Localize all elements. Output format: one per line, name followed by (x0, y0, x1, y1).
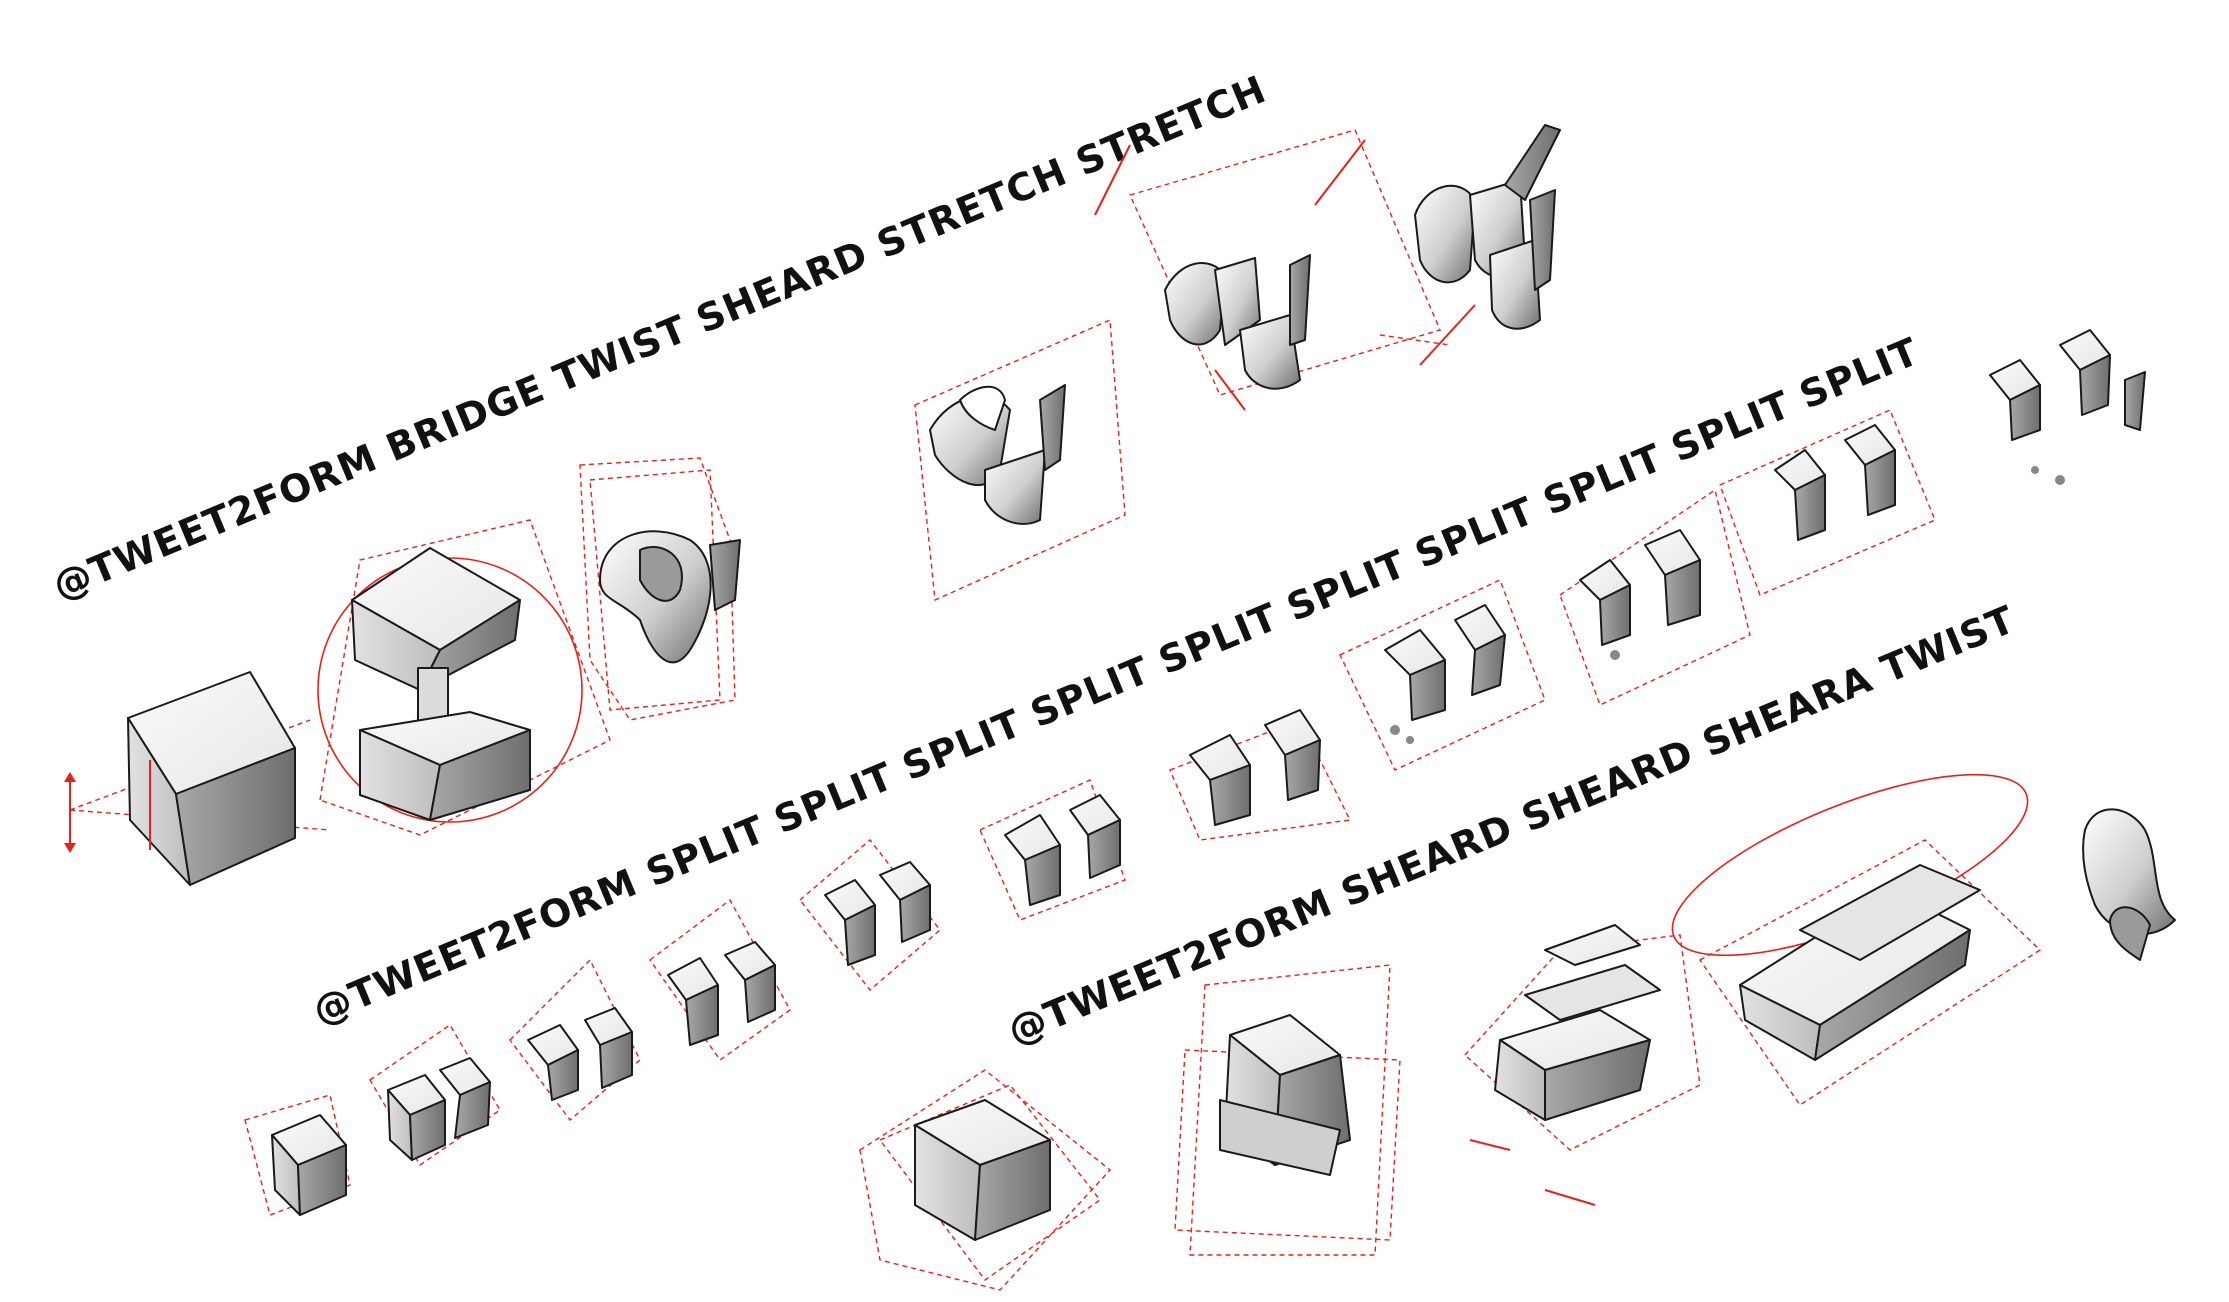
row2-stage3-split (509, 958, 641, 1122)
row1-stage6-stretch (1379, 124, 1561, 366)
row2-stage7-split (1169, 709, 1352, 841)
row2-stage4-split (649, 898, 791, 1061)
row3-stage5-twist (2082, 808, 2176, 961)
stretch-arrow-icon (1094, 144, 1131, 216)
row2-stage5-split (799, 838, 941, 992)
row3-stage3-sheard (1464, 924, 1701, 1206)
row1-caption: @TWEET2FORM BRIDGE TWIST SHEARD STRETCH … (47, 67, 1273, 608)
row1-stage4-stretch (914, 318, 1126, 602)
row1-stage3-twist (579, 457, 741, 721)
row2-stage10-split (1719, 409, 1936, 596)
row2-stage6-split (979, 779, 1126, 921)
row2-stage8-split (1339, 579, 1546, 771)
row2-stage11-split (1989, 329, 2146, 485)
row1-stage5-stretch (1094, 129, 1441, 411)
row2-stage9-split (1559, 488, 1751, 706)
row3-stage2-sheard (1174, 964, 1401, 1256)
row1-stage1-cube (64, 671, 331, 886)
row2-stage2-split (369, 1023, 501, 1167)
row3-stage4-sheara (1671, 773, 2042, 1106)
row2-caption: @TWEET2FORM SPLIT SPLIT SPLIT SPLIT SPLI… (307, 329, 1926, 1033)
row1-sequence: @TWEET2FORM BRIDGE TWIST SHEARD STRETCH … (47, 67, 1561, 886)
row3-stage1-cube (859, 1069, 1112, 1291)
row1-stage2-bridge (317, 519, 611, 836)
row2-stage1-cube (244, 1094, 351, 1216)
